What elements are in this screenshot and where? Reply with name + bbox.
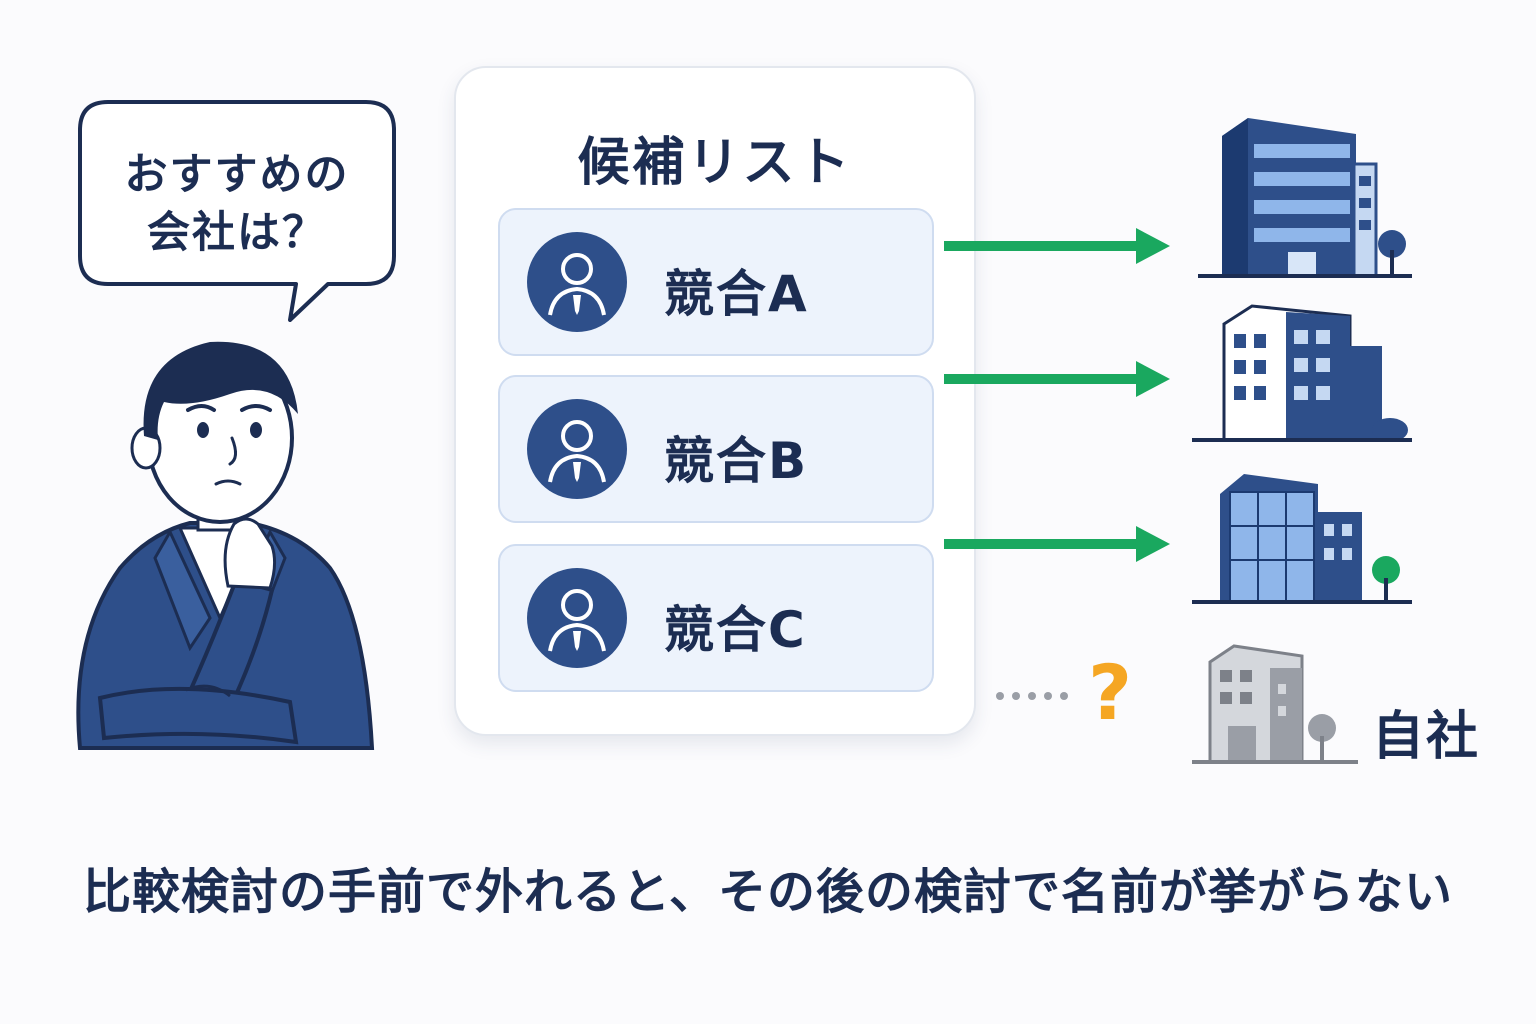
speech-bubble-shape (78, 100, 396, 322)
candidate-list-title: 候補リスト (577, 133, 853, 193)
own-company-label: 自社 (1372, 707, 1481, 767)
caption-text: 比較検討の手前で外れると、その後の検討で名前が挙がらない (82, 864, 1454, 920)
candidate-label-c: 競合C (664, 601, 807, 659)
office-building-icon (1192, 474, 1412, 604)
office-building-icon (1198, 118, 1412, 278)
candidate-label-a: 競合A (664, 265, 809, 323)
bubble-text-line2: 会社は？ (147, 208, 327, 258)
arrow-to-building-a (944, 228, 1170, 264)
bubble-text-line1: おすすめの (124, 150, 350, 200)
office-building-icon (1192, 304, 1412, 442)
candidate-label-b: 競合B (664, 432, 809, 490)
question-mark: ? (1088, 648, 1133, 737)
user-avatar-icon (527, 568, 627, 668)
candidate-card-c: 競合C (498, 544, 934, 692)
own-company-building-icon (1192, 644, 1358, 764)
speech-bubble: おすすめの 会社は？ (78, 100, 396, 322)
user-avatar-icon (527, 399, 627, 499)
dotted-connector (996, 692, 1068, 700)
arrow-to-building-c (944, 526, 1170, 562)
thinking-businessman-illustration (76, 341, 375, 750)
arrow-to-building-b (944, 361, 1170, 397)
candidate-list-panel: 候補リスト 競合A 競合B 競合C (454, 66, 976, 736)
user-avatar-icon (527, 232, 627, 332)
candidate-card-a: 競合A (498, 208, 934, 356)
candidate-card-b: 競合B (498, 375, 934, 523)
